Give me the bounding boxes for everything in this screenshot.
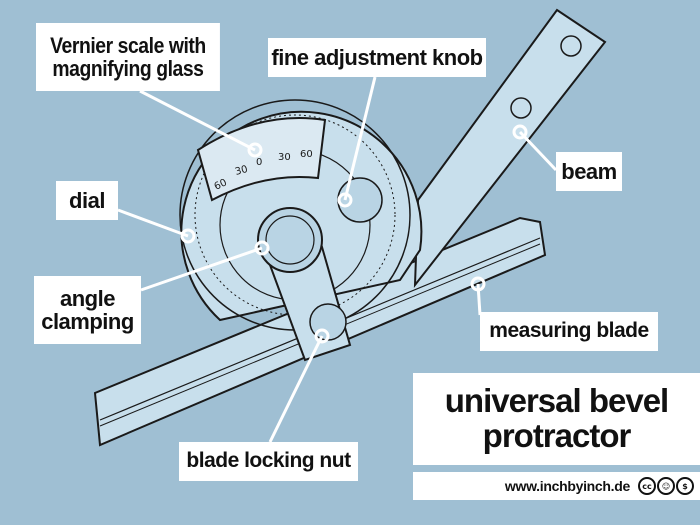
label-dial: dial xyxy=(56,181,118,220)
label-beam-text: beam xyxy=(561,158,617,184)
website-link[interactable]: www.inchbyinch.de xyxy=(504,478,630,494)
svg-text:60: 60 xyxy=(300,149,313,160)
label-measuring-blade-text: measuring blade xyxy=(489,319,649,343)
label-angle-line1: angle xyxy=(60,285,115,311)
leader-lines xyxy=(117,76,558,443)
title-line2: protractor xyxy=(482,417,632,454)
leader-dots xyxy=(180,124,528,344)
label-blade-locking-nut: blade locking nut xyxy=(179,442,358,481)
attribution-icon: ☺ xyxy=(657,477,675,495)
cc-icon: cc xyxy=(638,477,656,495)
svg-text:30: 30 xyxy=(278,152,291,163)
label-vernier-scale: Vernier scale with magnifying glass xyxy=(36,23,220,91)
label-beam: beam xyxy=(556,152,622,191)
label-angle-clamping: angle clamping xyxy=(34,276,141,344)
clamp-column-shape xyxy=(257,207,352,362)
svg-text:0: 0 xyxy=(256,157,262,168)
label-fine-adjustment-knob-text: fine adjustment knob xyxy=(271,44,483,70)
title-line1: universal bevel xyxy=(444,382,669,420)
footer: www.inchbyinch.de cc ☺ $ xyxy=(413,472,700,500)
svg-text:30: 30 xyxy=(234,164,249,178)
diagram-title: universal bevel protractor xyxy=(413,373,700,465)
label-blade-locking-nut-text: blade locking nut xyxy=(186,449,351,473)
license-icons: cc ☺ $ xyxy=(638,477,694,495)
label-vernier-line1: Vernier scale with xyxy=(50,32,206,58)
svg-text:60: 60 xyxy=(213,177,229,192)
label-vernier-line2: magnifying glass xyxy=(52,56,204,81)
label-measuring-blade: measuring blade xyxy=(480,312,658,351)
label-angle-line2: clamping xyxy=(41,309,134,334)
label-fine-adjustment-knob: fine adjustment knob xyxy=(268,38,486,77)
label-dial-text: dial xyxy=(69,187,105,213)
noncommercial-icon: $ xyxy=(676,477,694,495)
